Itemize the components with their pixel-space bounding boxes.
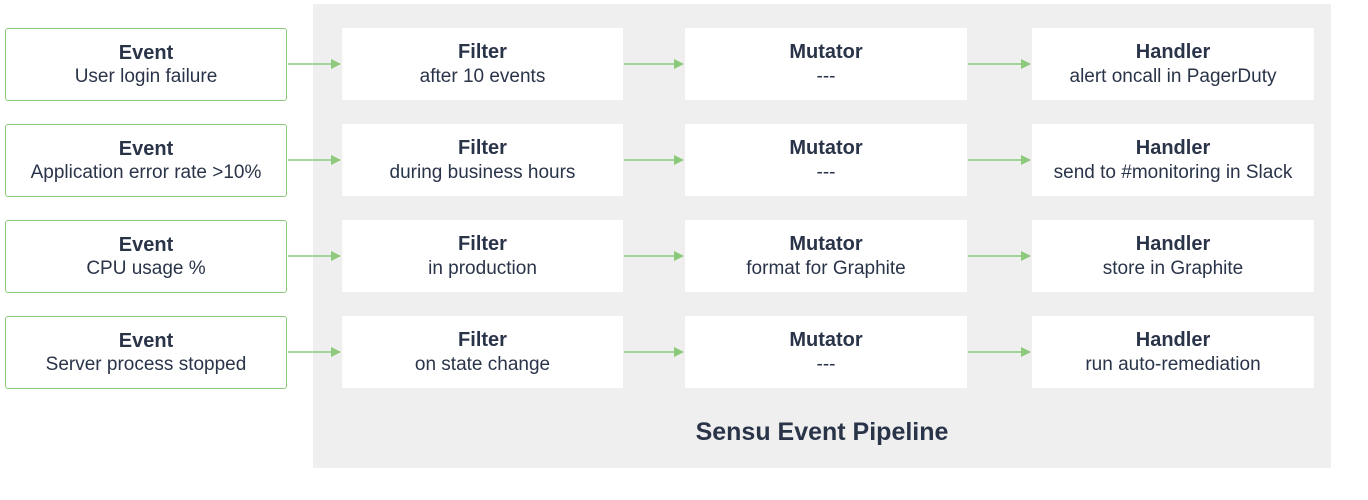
handler-title: Handler [1135,41,1211,64]
event-box: Event Application error rate >10% [5,124,287,197]
handler-box: Handler alert oncall in PagerDuty [1032,28,1314,100]
handler-box: Handler run auto-remediation [1032,316,1314,388]
filter-description: after 10 events [419,65,546,87]
event-description: CPU usage % [86,258,206,280]
handler-description: alert oncall in PagerDuty [1069,65,1277,87]
filter-description: in production [428,257,537,279]
mutator-description: --- [816,353,836,375]
mutator-box: Mutator --- [685,28,967,100]
mutator-box: Mutator format for Graphite [685,220,967,292]
handler-title: Handler [1135,233,1211,256]
pipeline-title: Sensu Event Pipeline [695,418,949,446]
event-description: Server process stopped [45,354,247,376]
handler-description: send to #monitoring in Slack [1053,161,1293,183]
event-box: Event User login failure [5,28,287,101]
mutator-description: --- [816,161,836,183]
handler-description: run auto-remediation [1085,353,1261,375]
event-title: Event [118,233,174,256]
handler-box: Handler send to #monitoring in Slack [1032,124,1314,196]
filter-title: Filter [458,233,507,256]
filter-box: Filter after 10 events [342,28,623,100]
filter-description: on state change [414,353,551,375]
mutator-title: Mutator [789,41,863,64]
mutator-description: --- [816,65,836,87]
handler-title: Handler [1135,329,1211,352]
filter-box: Filter in production [342,220,623,292]
event-title: Event [118,41,174,64]
mutator-box: Mutator --- [685,124,967,196]
filter-title: Filter [458,137,507,160]
mutator-title: Mutator [789,137,863,160]
filter-description: during business hours [389,161,576,183]
filter-box: Filter on state change [342,316,623,388]
event-description: Application error rate >10% [30,162,262,184]
event-box: Event CPU usage % [5,220,287,293]
event-description: User login failure [74,66,218,88]
filter-title: Filter [458,41,507,64]
handler-description: store in Graphite [1102,257,1244,279]
event-box: Event Server process stopped [5,316,287,389]
event-title: Event [118,137,174,160]
filter-title: Filter [458,329,507,352]
filter-box: Filter during business hours [342,124,623,196]
mutator-box: Mutator --- [685,316,967,388]
mutator-title: Mutator [789,233,863,256]
handler-title: Handler [1135,137,1211,160]
mutator-description: format for Graphite [746,257,906,279]
mutator-title: Mutator [789,329,863,352]
event-title: Event [118,329,174,352]
handler-box: Handler store in Graphite [1032,220,1314,292]
